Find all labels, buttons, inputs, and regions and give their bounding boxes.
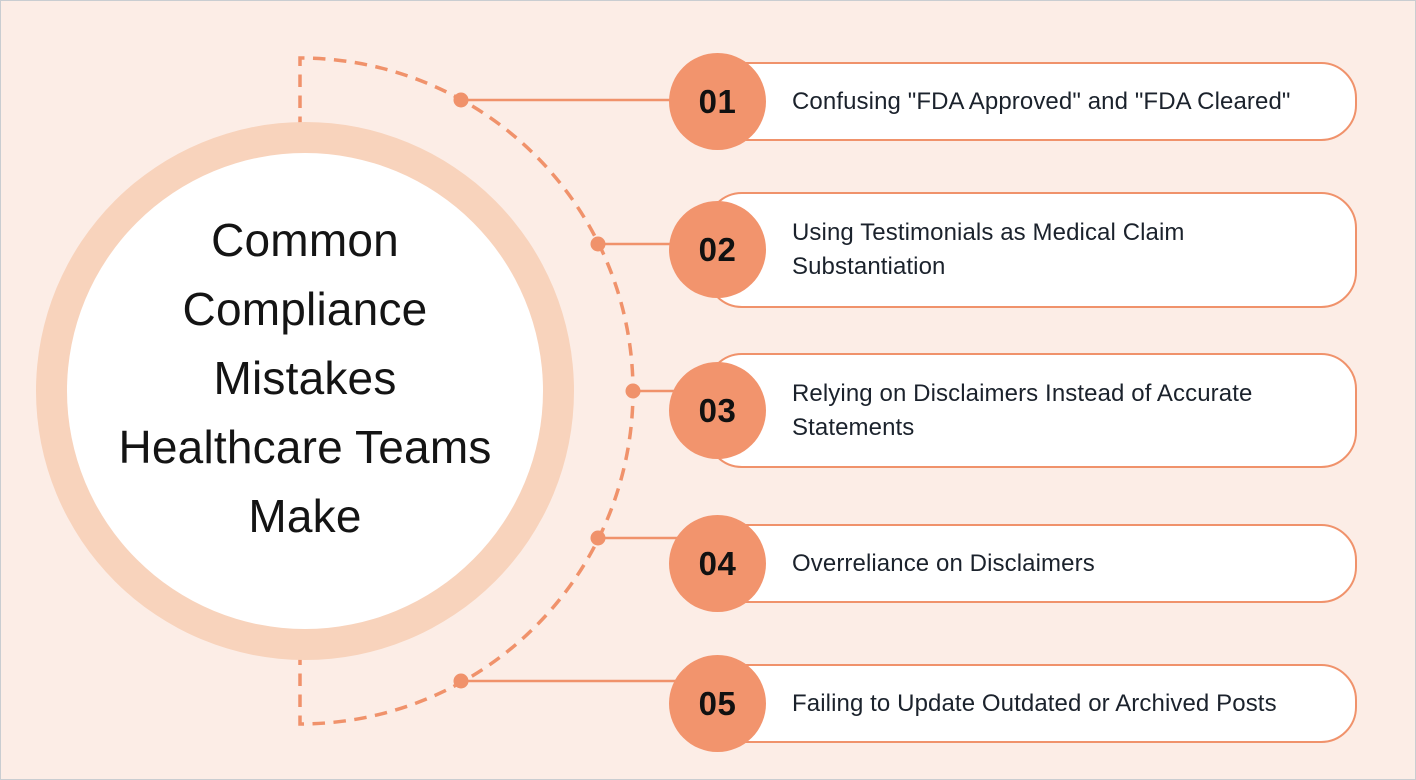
item-number-circle-1: 01 — [669, 53, 766, 150]
connector-dot-5 — [453, 673, 469, 689]
title-circle: Common Compliance Mistakes Healthcare Te… — [67, 153, 543, 629]
item-number-circle-3: 03 — [669, 362, 766, 459]
item-number-circle-2: 02 — [669, 201, 766, 298]
infographic-title: Common Compliance Mistakes Healthcare Te… — [118, 213, 492, 542]
item-number-1: 01 — [698, 82, 737, 120]
item-text-3: Relying on Disclaimers Instead of Accura… — [792, 379, 1253, 441]
item-card-5: Failing to Update Outdated or Archived P… — [706, 664, 1357, 743]
connector-dot-4 — [590, 530, 606, 546]
item-number-3: 03 — [698, 391, 737, 429]
item-number-circle-4: 04 — [669, 515, 766, 612]
item-text-5: Failing to Update Outdated or Archived P… — [792, 689, 1277, 717]
item-text-4: Overreliance on Disclaimers — [792, 549, 1095, 577]
item-text-1: Confusing "FDA Approved" and "FDA Cleare… — [792, 87, 1291, 115]
connector-dot-3 — [625, 383, 641, 399]
item-number-5: 05 — [698, 684, 737, 722]
connector-dot-2 — [590, 236, 606, 252]
item-text-2: Using Testimonials as Medical Claim Subs… — [792, 219, 1185, 280]
item-number-circle-5: 05 — [669, 655, 766, 752]
connector-dot-1 — [453, 92, 469, 108]
item-card-4: Overreliance on Disclaimers — [706, 524, 1357, 603]
item-card-2: Using Testimonials as Medical Claim Subs… — [706, 192, 1357, 308]
item-card-3: Relying on Disclaimers Instead of Accura… — [706, 353, 1357, 468]
item-number-4: 04 — [698, 544, 737, 582]
item-number-2: 02 — [698, 230, 737, 268]
item-card-1: Confusing "FDA Approved" and "FDA Cleare… — [706, 62, 1357, 141]
